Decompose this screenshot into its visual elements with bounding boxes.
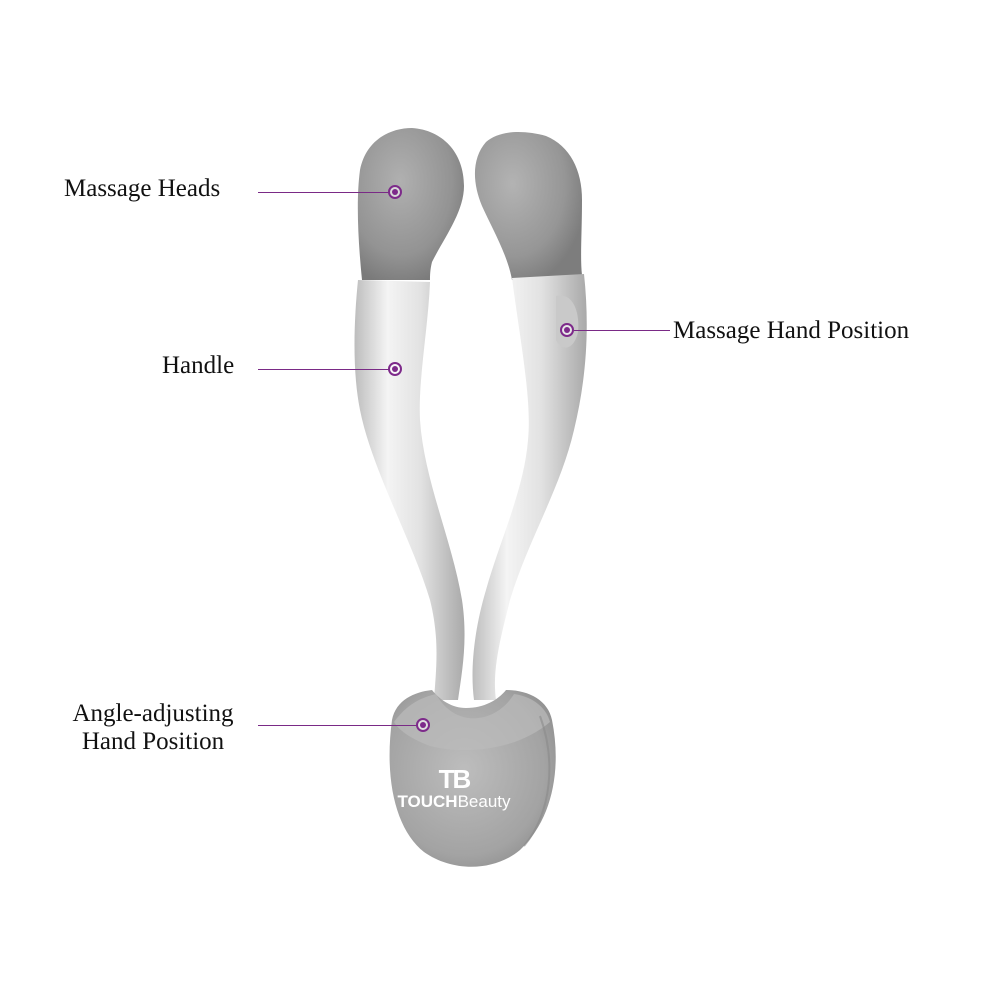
leader-line-massage-heads xyxy=(258,192,390,193)
marker-angle-adjusting xyxy=(416,718,430,732)
marker-massage-hand-position xyxy=(560,323,574,337)
brand-logo: TB TOUCHBeauty xyxy=(392,766,516,812)
brand-name: TOUCHBeauty xyxy=(397,792,511,811)
callout-label-angle-adjusting: Angle-adjusting Hand Position xyxy=(72,700,234,755)
left-handle xyxy=(354,280,465,700)
callout-label-massage-heads: Massage Heads xyxy=(64,175,221,202)
marker-handle xyxy=(388,362,402,376)
angle-adjusting-base xyxy=(389,690,556,867)
leader-line-massage-hand-position xyxy=(574,330,670,331)
right-handle xyxy=(472,274,587,700)
brand-monogram: TB xyxy=(438,764,472,794)
callout-label-handle: Handle xyxy=(162,352,235,379)
marker-massage-heads xyxy=(388,185,402,199)
leader-line-angle-adjusting xyxy=(258,725,418,726)
left-massage-head xyxy=(357,128,464,280)
leader-line-handle xyxy=(258,369,390,370)
right-massage-head xyxy=(474,132,582,280)
callout-label-massage-hand-position: Massage Hand Position xyxy=(673,317,910,344)
